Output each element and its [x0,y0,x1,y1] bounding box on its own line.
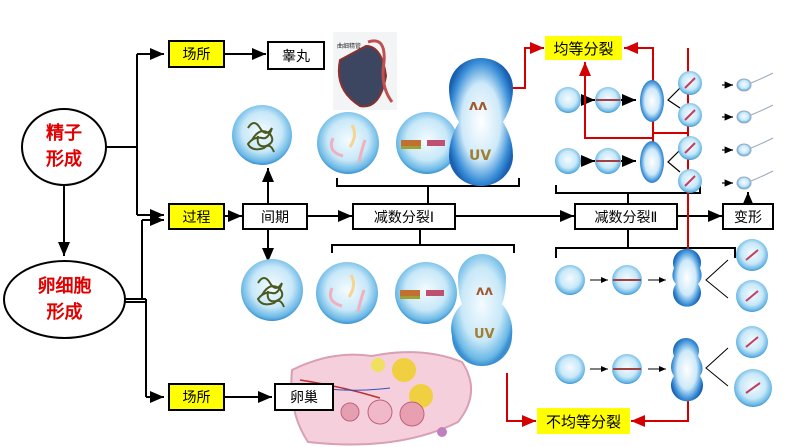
sperm-formation-line1: 精子 [46,123,82,144]
egg-formation-line2: 形成 [46,301,83,323]
svg-text:ᴧᴧ: ᴧᴧ [476,284,493,299]
sperm-formation-node: 精子形成 [21,108,107,186]
cell-metaphase1-egg [395,262,457,324]
connectors [58,48,754,403]
place-box-sperm: 场所 [168,40,225,68]
ovary-box: 卵巢 [274,383,334,411]
interphase-box: 间期 [242,203,308,230]
cell-interphase-egg [241,259,303,321]
meiosis2-box: 减数分裂Ⅱ [574,203,678,230]
svg-text:UV: UV [474,327,495,342]
process-box: 过程 [168,203,225,230]
sperm-cells [736,72,774,190]
testis-label: 曲细精管 [337,42,361,50]
egg-formation-node: 卵细胞形成 [3,260,126,339]
cell-prophase1-sperm [317,112,379,174]
cell-interphase-sperm [232,105,292,165]
svg-text:ᴧᴧ: ᴧᴧ [469,98,487,114]
testis-illustration: 曲细精管 [333,32,397,110]
cell-prophase1-egg [316,262,378,324]
unequal-division-label: 不均等分裂 [537,408,630,434]
meiosis2-sperm-cells [555,71,702,193]
cell-anaphase1-egg: ᴧᴧ UV [451,254,513,366]
ovary-illustration [290,351,473,446]
place-box-egg: 场所 [168,383,225,411]
equal-division-label: 均等分裂 [545,36,622,60]
egg-formation-line1: 卵细胞 [37,275,92,297]
cell-metaphase1-sperm [396,112,458,174]
meiosis1-box: 减数分裂Ⅰ [352,203,456,230]
transform-box: 变形 [722,203,774,230]
sperm-formation-line2: 形成 [46,149,82,170]
svg-text:UV: UV [469,148,491,164]
meiosis2-egg-cells [555,239,772,407]
cell-anaphase1-sperm: ᴧᴧ UV [449,58,513,186]
testis-box: 睾丸 [267,41,325,70]
